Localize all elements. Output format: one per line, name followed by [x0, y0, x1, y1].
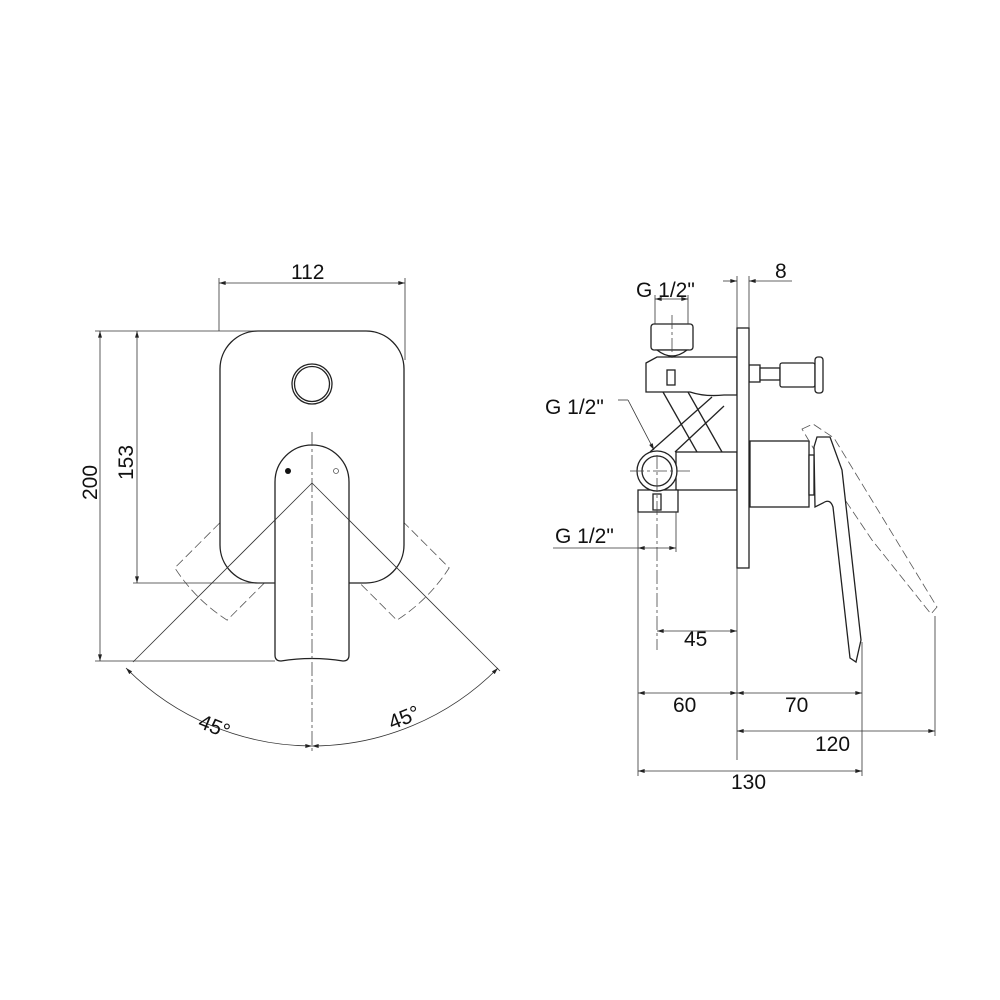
hot-indicator-icon — [285, 468, 291, 474]
dim-width-label: 112 — [291, 261, 324, 284]
cartridge-body — [749, 440, 810, 508]
dim-130-label: 130 — [731, 771, 766, 794]
diverter-stem — [779, 362, 816, 388]
diverter-knob — [291, 363, 333, 405]
angle-right-label: 45° — [385, 701, 423, 734]
side-lever-handle — [813, 436, 862, 664]
thread-side-label: G 1/2" — [545, 396, 604, 419]
angle-arc-right — [311, 667, 499, 748]
dim-120-label: 120 — [815, 733, 850, 756]
thread-bottom-label: G 1/2" — [555, 525, 614, 548]
diverter-knob-inner — [293, 365, 331, 403]
angle-arc-left — [125, 667, 313, 748]
front-view: 45° 45° 112 200 153 — [79, 261, 501, 752]
dim-45-label: 45 — [684, 628, 707, 651]
angle-line-left — [132, 482, 313, 663]
dim-60-label: 60 — [673, 694, 696, 717]
dim-plate-height-label: 153 — [115, 445, 138, 480]
side-cover-plate — [736, 327, 750, 569]
dim-total-height-label: 200 — [79, 465, 102, 500]
dim-70-label: 70 — [785, 694, 808, 717]
bottom-outlet-fitting — [637, 489, 679, 513]
side-view: G 1/2" 8 G 1/2" G 1/2" — [545, 260, 938, 794]
upper-body — [645, 356, 738, 397]
cold-indicator-icon — [333, 468, 339, 474]
plate-thickness-label: 8 — [775, 260, 787, 283]
thread-top-label: G 1/2" — [636, 279, 695, 302]
angle-line-right — [311, 482, 501, 672]
angle-left-label: 45° — [195, 710, 233, 743]
cross-braces — [649, 391, 725, 453]
